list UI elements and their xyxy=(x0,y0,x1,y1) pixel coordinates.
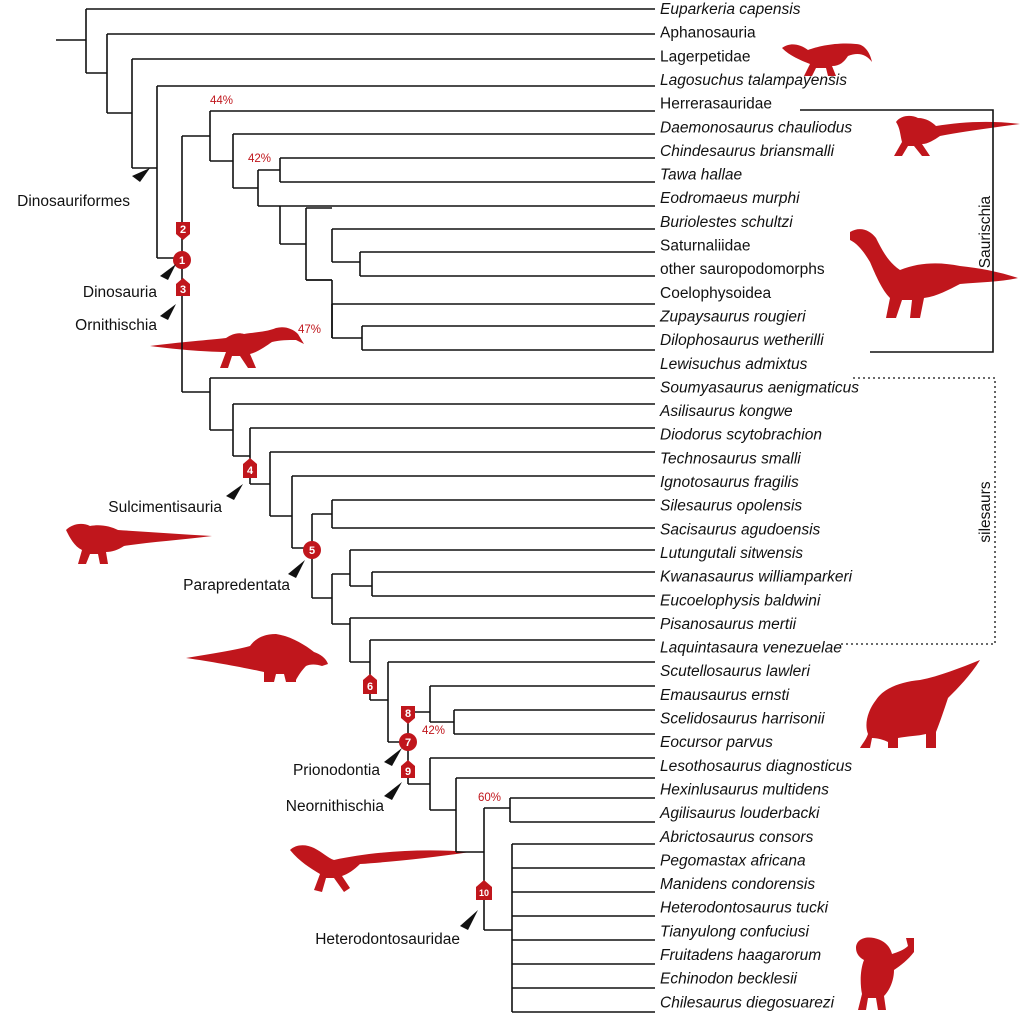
taxon-label: Herrerasauridae xyxy=(660,96,772,113)
taxon-label: Sacisaurus agudoensis xyxy=(660,521,821,538)
taxon-label: Asilisaurus kongwe xyxy=(659,403,793,420)
clade-arrows xyxy=(132,168,478,930)
taxon-label: Dilophosaurus wetherilli xyxy=(660,332,824,349)
silesaurid-silhouette xyxy=(150,327,304,368)
support-value-chindesaurus: 42% xyxy=(248,153,271,165)
svg-text:8: 8 xyxy=(405,708,411,720)
node-marker-8: 8 xyxy=(401,706,415,724)
taxon-label: Emausaurus ernsti xyxy=(660,687,790,704)
taxon-label: Echinodon becklesii xyxy=(660,971,798,988)
taxon-label: Heterodontosaurus tucki xyxy=(660,900,829,917)
clade-label-parapredentata: Parapredentata xyxy=(183,577,290,594)
clade-label-dinosauria: Dinosauria xyxy=(83,284,157,301)
taxon-label: Lagosuchus talampayensis xyxy=(660,72,847,89)
taxon-label: Pegomastax africana xyxy=(660,852,806,869)
lagerpetid-silhouette xyxy=(782,43,872,76)
svg-text:2: 2 xyxy=(180,224,186,236)
saurischia-label: Saurischia xyxy=(977,195,994,268)
taxon-label: Scutellosaurus lawleri xyxy=(660,663,810,680)
taxon-label: Euparkeria capensis xyxy=(660,1,801,18)
taxon-label: Aphanosauria xyxy=(660,25,756,42)
node-marker-5: 5 xyxy=(303,541,321,559)
taxon-label: Tawa hallae xyxy=(660,167,743,184)
taxon-label: Eucoelophysis baldwini xyxy=(660,592,821,609)
thyreophoran-silhouette xyxy=(860,660,980,748)
taxon-label: Lagerpetidae xyxy=(660,48,751,65)
taxon-label: Lutungutali sitwensis xyxy=(660,545,803,562)
clade-label-dinosauriformes: Dinosauriformes xyxy=(17,193,130,210)
taxon-label: Abrictosaurus consors xyxy=(659,829,814,846)
clade-label-neornithischia: Neornithischia xyxy=(286,798,385,815)
taxon-label: Tianyulong confuciusi xyxy=(660,923,809,940)
herrerasaurid-silhouette xyxy=(894,115,1020,156)
clade-label-sulcimentisauria: Sulcimentisauria xyxy=(108,499,222,516)
taxon-label: Diodorus scytobrachion xyxy=(660,427,822,444)
support-value-hexinlusaurus: 60% xyxy=(478,792,501,804)
taxon-label: Fruitadens haagarorum xyxy=(660,947,821,964)
sauropodomorph-silhouette xyxy=(850,229,1018,318)
taxon-label: Kwanasaurus williamparkeri xyxy=(660,569,853,586)
silesaurs-label: silesaurs xyxy=(977,481,994,542)
taxon-label: Zupaysaurus rougieri xyxy=(659,308,806,325)
taxon-label: Pisanosaurus mertii xyxy=(660,616,797,633)
clade-label-heterodontosauridae: Heterodontosauridae xyxy=(315,931,460,948)
saurischia-bracket xyxy=(800,109,994,353)
taxon-label: Technosaurus smalli xyxy=(660,450,801,467)
taxon-label: Eocursor parvus xyxy=(660,734,773,751)
taxon-label: Coelophysoidea xyxy=(660,285,772,302)
taxon-label: Hexinlusaurus multidens xyxy=(660,781,829,798)
silesaurs-bracket xyxy=(838,377,996,645)
taxon-label: Manidens condorensis xyxy=(660,876,815,893)
parapredentate-silhouette xyxy=(186,634,328,682)
node-marker-2: 2 xyxy=(176,222,190,240)
svg-text:10: 10 xyxy=(479,888,489,898)
taxon-label: Eodromaeus murphi xyxy=(660,190,800,207)
node-marker-3: 3 xyxy=(176,278,190,296)
tree-branches xyxy=(56,8,655,1013)
taxon-label: Ignotosaurus fragilis xyxy=(660,474,799,491)
taxon-label: Laquintasaura venezuelae xyxy=(660,640,842,657)
heterodontosaurid-silhouette xyxy=(856,937,914,1010)
node-marker-9: 9 xyxy=(401,760,415,778)
taxon-label: Silesaurus opolensis xyxy=(660,498,802,515)
svg-text:4: 4 xyxy=(247,465,254,477)
support-value-coelophysoid: 47% xyxy=(298,324,321,336)
svg-text:9: 9 xyxy=(405,766,411,778)
neornithischian-silhouette xyxy=(290,845,470,892)
node-marker-7: 7 xyxy=(399,733,417,751)
taxon-label: Daemonosaurus chauliodus xyxy=(660,119,852,136)
node-marker-1: 1 xyxy=(173,251,191,269)
clade-label-prionodontia: Prionodontia xyxy=(293,762,380,779)
taxon-label: Scelidosaurus harrisonii xyxy=(660,711,825,728)
node-marker-10: 10 xyxy=(476,880,492,900)
svg-text:3: 3 xyxy=(180,284,186,296)
taxon-label: Soumyasaurus aenigmaticus xyxy=(660,379,859,396)
taxon-label: Chindesaurus briansmalli xyxy=(660,143,835,160)
node-marker-4: 4 xyxy=(243,458,257,478)
taxon-label: Saturnaliidae xyxy=(660,238,750,255)
taxon-label: Chilesaurus diegosuarezi xyxy=(660,994,835,1011)
node-marker-6: 6 xyxy=(363,674,377,694)
sulcimentisaur-silhouette xyxy=(66,523,212,564)
support-value-herrerasauridae: 44% xyxy=(210,95,233,107)
svg-text:6: 6 xyxy=(367,681,373,693)
taxon-label: Buriolestes schultzi xyxy=(660,214,793,231)
taxon-label: Lewisuchus admixtus xyxy=(660,356,808,373)
svg-text:5: 5 xyxy=(309,545,315,557)
taxon-label: Lesothosaurus diagnosticus xyxy=(660,758,852,775)
taxon-label: Agilisaurus louderbacki xyxy=(659,805,820,822)
svg-text:7: 7 xyxy=(405,737,411,749)
taxon-label-list: Euparkeria capensisAphanosauriaLagerpeti… xyxy=(659,1,859,1011)
svg-text:1: 1 xyxy=(179,255,185,267)
clade-label-ornithischia: Ornithischia xyxy=(75,317,157,334)
taxon-label: other sauropodomorphs xyxy=(660,261,825,278)
support-value-thyreophora: 42% xyxy=(422,725,445,737)
